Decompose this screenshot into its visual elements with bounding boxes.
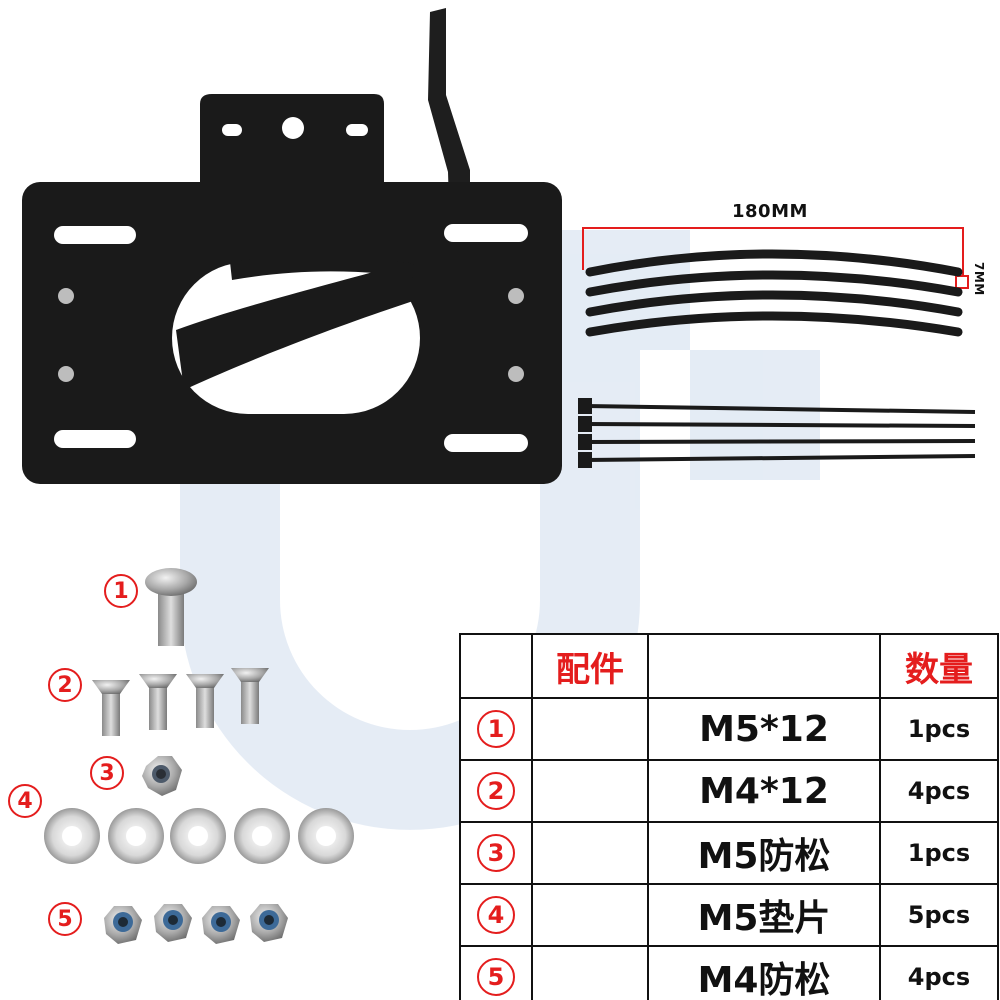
length-dimension-label: 180MM (732, 201, 808, 222)
header-blank-2 (647, 633, 881, 699)
row-number-cell: 1 (459, 697, 533, 761)
parts-table: 配件 数量 1 M5*12 1pcs 2 M4*12 4pcs 3 M5防松 1… (459, 633, 999, 1000)
blank-cell (531, 697, 649, 761)
table-row: 2 M4*12 4pcs (459, 759, 999, 823)
table-header-row: 配件 数量 (459, 633, 999, 699)
spec-cell: M5垫片 (647, 883, 881, 947)
foam-strips (585, 249, 963, 337)
spec-cell: M5防松 (647, 821, 881, 885)
blank-cell (531, 945, 649, 1000)
width-dimension-label: 7MM (972, 262, 986, 296)
qty-cell: 4pcs (879, 945, 999, 1000)
row-number: 1 (477, 710, 515, 748)
license-plate-bracket (22, 8, 562, 484)
table-row: 3 M5防松 1pcs (459, 821, 999, 885)
lock-nut-m5 (142, 756, 182, 796)
table-row: 1 M5*12 1pcs (459, 697, 999, 761)
dimension-line (582, 227, 969, 289)
qty-cell: 1pcs (879, 821, 999, 885)
spec-cell: M5*12 (647, 697, 881, 761)
washers-m5 (44, 808, 354, 864)
callout-5: 5 (48, 902, 82, 936)
qty-cell: 5pcs (879, 883, 999, 947)
spec-cell: M4*12 (647, 759, 881, 823)
header-blank (459, 633, 533, 699)
countersunk-screws-m4-12 (92, 668, 269, 736)
table-row: 5 M4防松 4pcs (459, 945, 999, 1000)
row-number: 3 (477, 834, 515, 872)
header-qty: 数量 (879, 633, 999, 699)
table-row: 4 M5垫片 5pcs (459, 883, 999, 947)
bolt-m5-12 (145, 568, 197, 646)
row-number-cell: 3 (459, 821, 533, 885)
cable-ties (578, 398, 976, 468)
lock-nuts-m4 (104, 904, 288, 944)
callout-1: 1 (104, 574, 138, 608)
qty-cell: 4pcs (879, 759, 999, 823)
row-number-cell: 4 (459, 883, 533, 947)
blank-cell (531, 883, 649, 947)
row-number-cell: 5 (459, 945, 533, 1000)
spec-cell: M4防松 (647, 945, 881, 1000)
callout-3: 3 (90, 756, 124, 790)
row-number: 5 (477, 958, 515, 996)
row-number: 2 (477, 772, 515, 810)
callout-4: 4 (8, 784, 42, 818)
qty-cell: 1pcs (879, 697, 999, 761)
callout-2: 2 (48, 668, 82, 702)
blank-cell (531, 759, 649, 823)
blank-cell (531, 821, 649, 885)
header-part: 配件 (531, 633, 649, 699)
row-number: 4 (477, 896, 515, 934)
row-number-cell: 2 (459, 759, 533, 823)
